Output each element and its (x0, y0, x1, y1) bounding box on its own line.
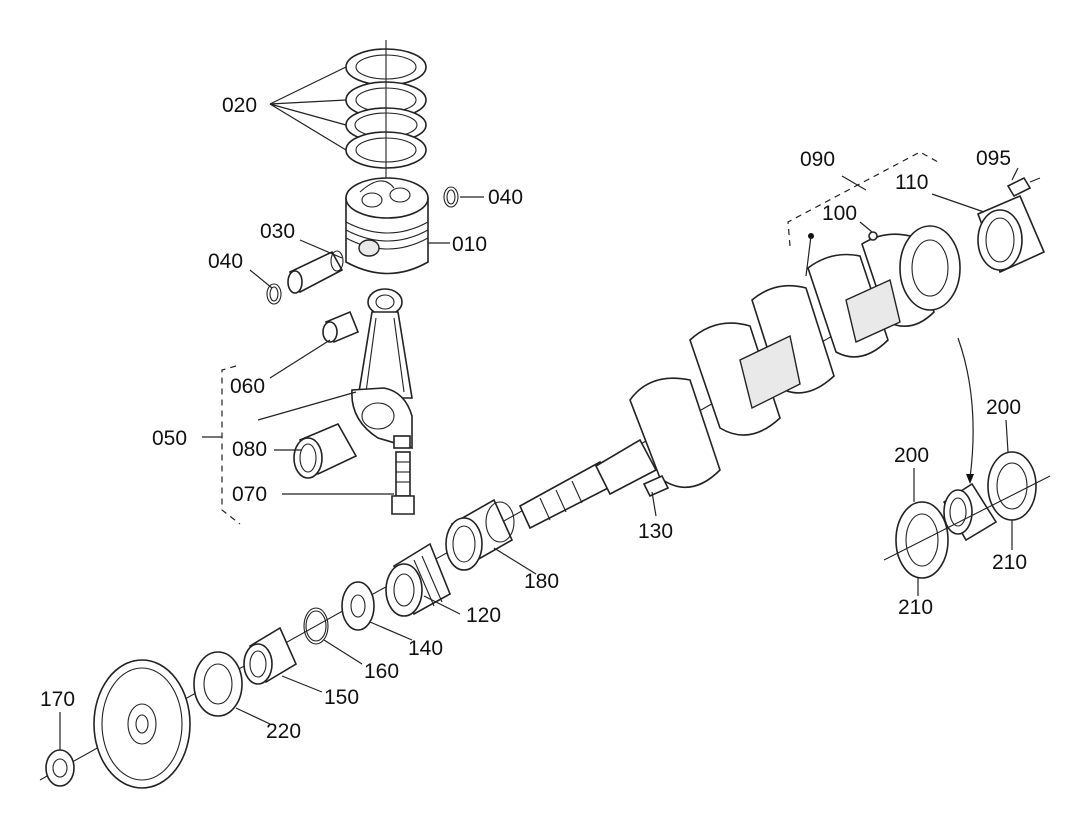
callout-130: 130 (638, 520, 673, 543)
leader-lines (59, 66, 1019, 750)
conrod-bolt (391, 451, 415, 515)
callout-050: 050 (152, 427, 187, 450)
snap-ring-left (266, 283, 282, 305)
crankpin-bearing (293, 422, 358, 479)
callout-200-left: 200 (894, 444, 929, 467)
callout-110: 110 (895, 171, 928, 194)
callout-200-right: 200 (986, 396, 1021, 419)
o-ring-160 (303, 607, 329, 645)
callout-030: 030 (260, 220, 295, 243)
pulley (93, 659, 191, 789)
callout-100: 100 (822, 202, 857, 225)
collar-150 (243, 626, 298, 685)
callout-labels: 020 040 010 030 040 060 050 080 070 090 … (40, 94, 1027, 743)
callout-040-right: 040 (488, 186, 523, 209)
callout-070: 070 (232, 483, 267, 506)
callout-080: 080 (232, 438, 267, 461)
callout-210-left: 210 (898, 596, 933, 619)
rear-bushing (976, 194, 1046, 274)
callout-210-right: 210 (992, 551, 1027, 574)
callout-020: 020 (222, 94, 257, 117)
small-end-bushing (322, 310, 360, 344)
callout-150: 150 (324, 686, 359, 709)
callout-095: 095 (976, 147, 1011, 170)
callout-160: 160 (364, 660, 399, 683)
bushing-180 (445, 498, 515, 571)
callout-120: 120 (466, 604, 501, 627)
oil-seal-220 (193, 651, 243, 717)
callout-090: 090 (800, 148, 835, 171)
callout-220: 220 (266, 720, 301, 743)
pulley-nut (45, 749, 75, 787)
crank-key (642, 474, 670, 498)
crank-gear (385, 542, 452, 617)
rear-pin (1006, 176, 1041, 198)
callout-180: 180 (524, 570, 559, 593)
connecting-rod (221, 288, 413, 525)
callout-010: 010 (452, 233, 487, 256)
collar-140 (341, 581, 375, 631)
callout-040-left: 040 (208, 250, 243, 273)
callout-060: 060 (230, 375, 265, 398)
piston (345, 177, 429, 275)
thrust-washer-rear (987, 451, 1037, 521)
main-bearing-case (942, 482, 998, 542)
snap-ring-right (443, 186, 459, 208)
piston-rings (345, 40, 427, 190)
callout-170: 170 (40, 688, 75, 711)
callout-140: 140 (408, 637, 443, 660)
thrust-washer-front (895, 501, 949, 579)
crankshaft (518, 151, 961, 530)
piston-pin (287, 250, 344, 294)
